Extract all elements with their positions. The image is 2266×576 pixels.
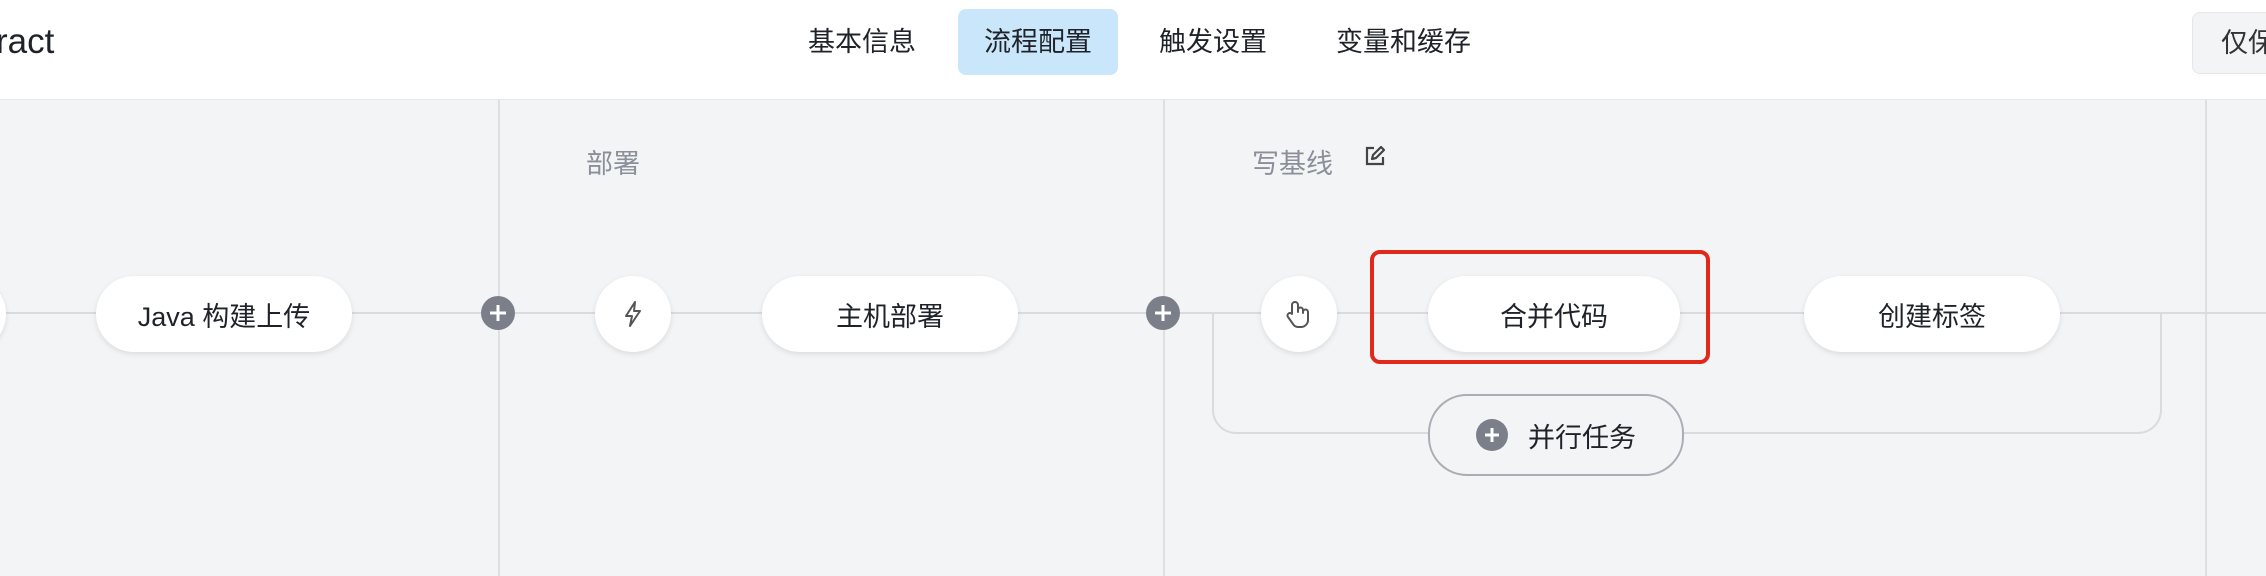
save-only-button[interactable]: 仅保 <box>2192 12 2266 74</box>
manual-trigger-node[interactable] <box>1261 276 1337 352</box>
connector-line <box>670 312 762 314</box>
stage-title-baseline: 写基线 <box>1252 149 1333 179</box>
job-node-host-deploy[interactable]: 主机部署 <box>762 276 1018 352</box>
job-node-label: Java 构建上传 <box>137 301 311 332</box>
connector-line <box>352 312 596 314</box>
job-node-label: 创建标签 <box>1878 301 1986 332</box>
connector-line <box>0 312 96 314</box>
plus-circle-icon <box>1476 419 1508 451</box>
add-stage-plus-icon[interactable] <box>481 296 515 330</box>
add-parallel-task-button[interactable]: 并行任务 <box>1428 394 1684 476</box>
parallel-task-label: 并行任务 <box>1528 422 1636 453</box>
job-node-label: 主机部署 <box>836 301 944 332</box>
stage-divider <box>498 100 500 576</box>
app-title: ract <box>0 22 55 61</box>
job-node-label: 合并代码 <box>1500 301 1608 332</box>
tab-trigger-settings[interactable]: 触发设置 <box>1159 27 1267 57</box>
parallel-branch-outline <box>1212 312 2162 434</box>
tab-variables-cache[interactable]: 变量和缓存 <box>1336 27 1471 57</box>
tab-basic-info[interactable]: 基本信息 <box>808 27 916 57</box>
highlight-box <box>1370 250 1710 364</box>
auto-trigger-node[interactable] <box>595 276 671 352</box>
stage-divider <box>1163 100 1165 576</box>
hand-pointer-icon <box>1286 301 1309 328</box>
job-node-merge-code[interactable]: 合并代码 <box>1428 276 1680 352</box>
stage-title-deploy: 部署 <box>586 149 640 179</box>
connector-line <box>1680 312 1804 314</box>
job-node-create-tag[interactable]: 创建标签 <box>1804 276 2060 352</box>
pipeline-node-partial[interactable] <box>0 276 6 352</box>
add-stage-plus-icon[interactable] <box>1146 296 1180 330</box>
tab-pipeline-config[interactable]: 流程配置 <box>958 9 1118 75</box>
connector-line <box>2060 312 2266 314</box>
edit-icon[interactable] <box>1364 145 1386 167</box>
job-node-java-build[interactable]: Java 构建上传 <box>96 276 352 352</box>
top-bar: ract 基本信息 流程配置 触发设置 变量和缓存 仅保 <box>0 0 2266 100</box>
lightning-icon <box>625 301 641 327</box>
stage-divider <box>2205 100 2207 576</box>
